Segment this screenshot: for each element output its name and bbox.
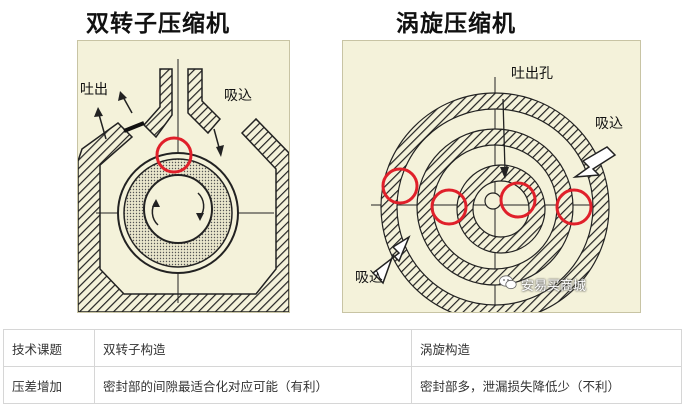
- table-header-cell: 技术课题: [3, 329, 95, 367]
- seal-highlight-circle: [430, 188, 468, 226]
- seal-highlight-circle: [381, 167, 419, 205]
- comparison-table: 技术课题 双转子构造 涡旋构造 压差增加 密封部的间隙最适合化对应可能（有利） …: [3, 329, 682, 404]
- table-cell: 压差增加: [3, 366, 95, 404]
- table-header-cell: 涡旋构造: [411, 329, 682, 367]
- watermark-text: 安易买商城: [521, 279, 587, 294]
- seal-highlight-circle: [155, 136, 193, 174]
- twin-rotor-diagram: 吐出 吸込: [77, 40, 290, 313]
- table-header-cell: 双转子构造: [94, 329, 412, 367]
- table-cell: 密封部多，泄漏损失降低少（不利）: [411, 366, 682, 404]
- title-scroll: 涡旋压缩机: [396, 11, 516, 37]
- discharge-port-label: 吐出孔: [511, 66, 553, 82]
- suction-label: 吸込: [224, 88, 252, 104]
- scroll-diagram: 吐出孔 吸込 吸込: [342, 40, 641, 313]
- wechat-icon: [499, 275, 517, 290]
- table-cell: 密封部的间隙最适合化对应可能（有利）: [94, 366, 412, 404]
- table-header-row: 技术课题 双转子构造 涡旋构造: [3, 329, 682, 367]
- suction-label-top: 吸込: [595, 116, 623, 132]
- casing: [78, 68, 289, 312]
- suction-label-bottom: 吸込: [355, 270, 383, 286]
- table-row: 压差增加 密封部的间隙最适合化对应可能（有利） 密封部多，泄漏损失降低少（不利）: [3, 366, 682, 404]
- title-twin-rotor: 双转子压缩机: [86, 11, 230, 37]
- seal-highlight-circle: [555, 188, 593, 226]
- seal-highlight-circle: [499, 181, 537, 219]
- discharge-label: 吐出: [80, 82, 108, 98]
